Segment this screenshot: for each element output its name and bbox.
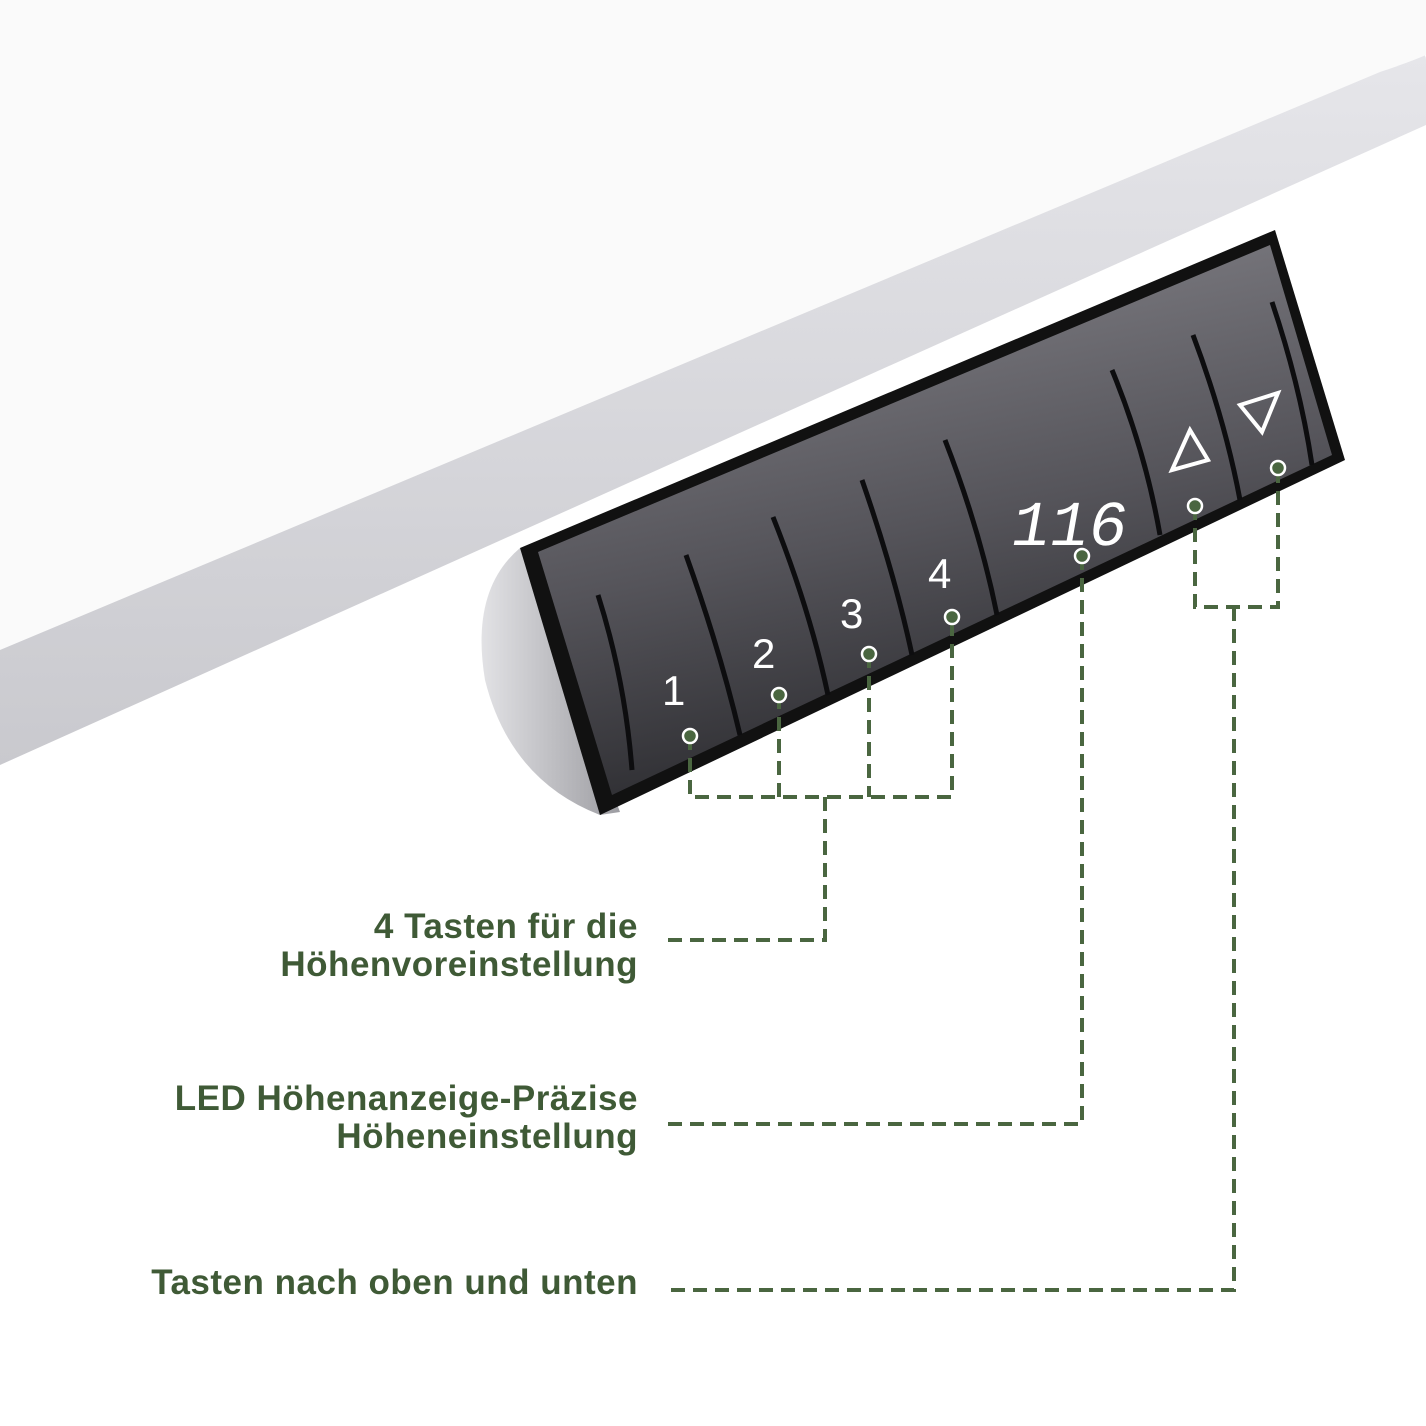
desk-top <box>0 0 1426 650</box>
height-display: 116 <box>1005 492 1133 564</box>
preset-key-2[interactable]: 2 <box>752 630 775 677</box>
triangle-down-icon[interactable] <box>1236 389 1282 436</box>
callout-presets-line2: Höhenvoreinstellung <box>280 945 638 984</box>
leader-lines <box>668 468 1280 1292</box>
callout-updown: Tasten nach oben und unten <box>151 1264 638 1302</box>
callout-updown-line1: Tasten nach oben und unten <box>151 1263 638 1302</box>
triangle-up-icon[interactable] <box>1168 425 1212 474</box>
callout-display-line2: Höheneinstellung <box>336 1117 638 1156</box>
callout-display: LED Höhenanzeige-Präzise Höheneinstellun… <box>175 1080 638 1156</box>
preset-key-4[interactable]: 4 <box>928 550 951 597</box>
preset-key-1[interactable]: 1 <box>662 667 685 714</box>
key-separators <box>595 301 1315 771</box>
callout-presets-line1: 4 Tasten für die <box>373 907 638 946</box>
preset-key-3[interactable]: 3 <box>840 590 863 637</box>
callout-display-line1: LED Höhenanzeige-Präzise <box>174 1079 638 1118</box>
callout-dots <box>681 459 1287 745</box>
callout-presets: 4 Tasten für die Höhenvoreinstellung <box>280 908 638 984</box>
desk-edge <box>0 50 1426 765</box>
